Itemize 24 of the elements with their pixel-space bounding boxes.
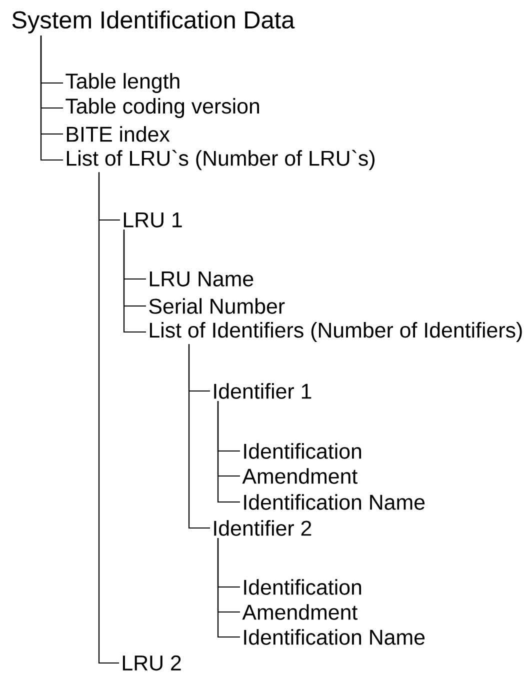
tree-item: LRU Name [150, 272, 254, 286]
tree-item: Amendment [242, 604, 358, 620]
tree-item: Identifier 2 [214, 520, 312, 536]
tree-item: System Identification Data [12, 10, 295, 34]
tree-connector [98, 172, 119, 664]
tree-item: LRU 1 [124, 212, 182, 228]
tree-item: Identification [244, 443, 362, 459]
tree-item: Amendment [242, 468, 358, 484]
tree-connector [217, 401, 240, 503]
tree-item: Table coding version [66, 98, 260, 118]
tree-item: Table length [66, 73, 180, 93]
tree-connector [217, 538, 240, 638]
tree-connector [123, 230, 146, 333]
tree-item: Identification Name [244, 494, 425, 510]
tree-item: Identification [244, 579, 362, 595]
tree-item: List of Identifiers (Number of Identifiers) [150, 322, 522, 342]
tree-item: Identifier 1 [214, 383, 312, 399]
tree-item: Identification Name [244, 629, 425, 645]
tree-item: BITE index [66, 126, 170, 142]
tree-connector [188, 344, 210, 529]
tree-connector [40, 36, 63, 161]
tree-item: List of LRU`s (Number of LRU`s) [66, 150, 374, 170]
tree-item: LRU 2 [122, 655, 181, 671]
tree-item: Serial Number [149, 298, 285, 314]
